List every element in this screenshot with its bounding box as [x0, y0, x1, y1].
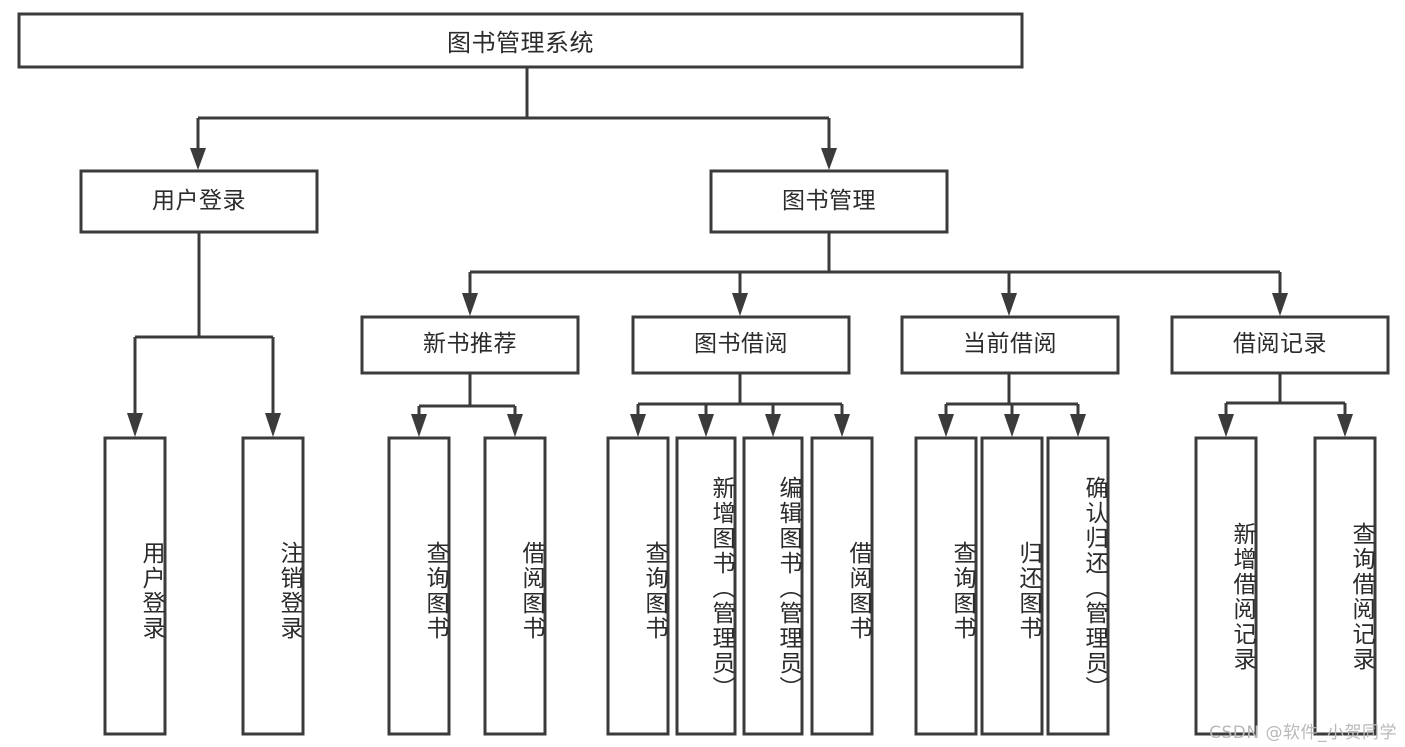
node-box-new-book-recommend[interactable] — [360, 315, 580, 375]
arrow-head-level2-1 — [462, 293, 478, 316]
node-box-leaf-book-borrow-1[interactable] — [675, 436, 737, 736]
arrow-head-bookborrow-1 — [630, 414, 646, 437]
node-box-leaf-book-borrow-3[interactable] — [810, 436, 874, 736]
arrow-head-borrowrecord-1 — [1218, 414, 1234, 437]
node-box-leaf-borrow-record-0[interactable] — [1194, 436, 1258, 736]
node-box-leaf-current-borrow-1[interactable] — [980, 436, 1044, 736]
csdn-watermark: CSDN @软件_小贺同学 — [1209, 723, 1397, 743]
node-box-current-borrow[interactable] — [900, 315, 1120, 375]
arrow-head-level1-right — [821, 148, 837, 170]
arrow-head-borrowrecord-2 — [1337, 414, 1353, 437]
arrow-head-bookborrow-4 — [834, 414, 850, 437]
arrow-head-currentborrow-1 — [938, 414, 954, 437]
node-box-leaf-new-book-1[interactable] — [483, 436, 547, 736]
arrow-head-level2-4 — [1272, 293, 1288, 316]
arrow-head-currentborrow-2 — [1004, 414, 1020, 437]
arrow-head-newbook-1 — [411, 414, 427, 437]
arrow-head-level1-left — [190, 148, 206, 170]
node-box-leaf-new-book-0[interactable] — [387, 436, 451, 736]
node-box-leaf-book-borrow-2[interactable] — [742, 436, 804, 736]
arrow-head-bookborrow-3 — [765, 414, 781, 437]
node-box-leaf-user-login-0[interactable] — [103, 436, 167, 736]
arrow-head-newbook-2 — [507, 414, 523, 437]
arrow-head-currentborrow-3 — [1070, 414, 1086, 437]
arrow-head-level2-3 — [1001, 293, 1017, 316]
arrow-head-level2-2 — [732, 293, 748, 316]
node-box-book-borrow[interactable] — [631, 315, 851, 375]
node-box-borrow-record[interactable] — [1170, 315, 1390, 375]
node-box-leaf-borrow-record-1[interactable] — [1313, 436, 1377, 736]
arrow-head-userlogin-2 — [265, 413, 281, 437]
node-box-leaf-current-borrow-0[interactable] — [914, 436, 978, 736]
node-box-book-management[interactable] — [709, 169, 949, 234]
node-box-root[interactable] — [17, 12, 1024, 69]
node-box-leaf-user-login-1[interactable] — [241, 436, 305, 736]
arrow-head-userlogin-1 — [127, 413, 143, 437]
node-box-leaf-current-borrow-2[interactable] — [1046, 436, 1110, 736]
node-box-user-login[interactable] — [79, 169, 319, 234]
arrow-head-bookborrow-2 — [698, 414, 714, 437]
node-box-leaf-book-borrow-0[interactable] — [606, 436, 670, 736]
